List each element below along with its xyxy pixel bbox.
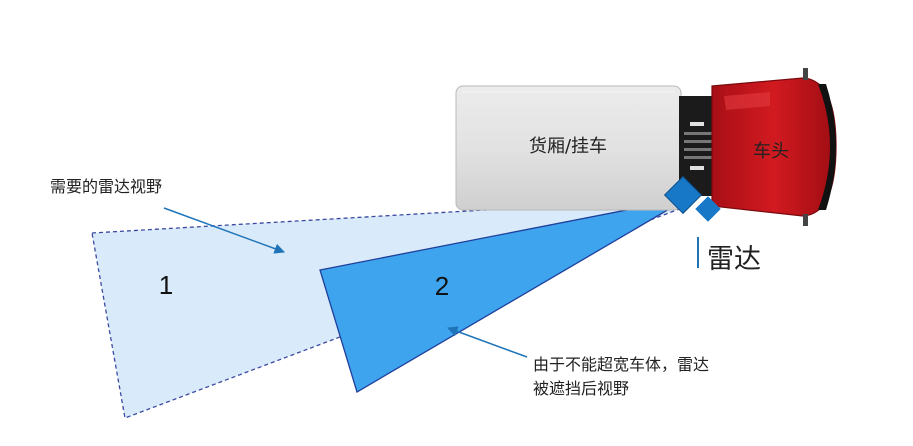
zone-2-label: 2 [435,271,449,301]
zone-1-label: 1 [159,270,173,300]
blocked-fov-zone [319,197,689,393]
radar-label: 雷达 [707,244,761,275]
cab-label: 车头 [753,141,789,162]
blocked-fov-note-line1: 由于不能超宽车体，雷达 [533,355,709,374]
blocked-fov-arrow [447,326,528,358]
required-fov-label: 需要的雷达视野 [50,177,162,196]
radar-sensor-side [695,196,721,222]
cargo-box-label: 货厢/挂车 [529,136,607,157]
blocked-fov-note-line2: 被遮挡后视野 [533,379,629,398]
radar-sensor [663,175,703,215]
truck-cab [711,68,837,226]
required-fov-arrow [163,207,285,254]
